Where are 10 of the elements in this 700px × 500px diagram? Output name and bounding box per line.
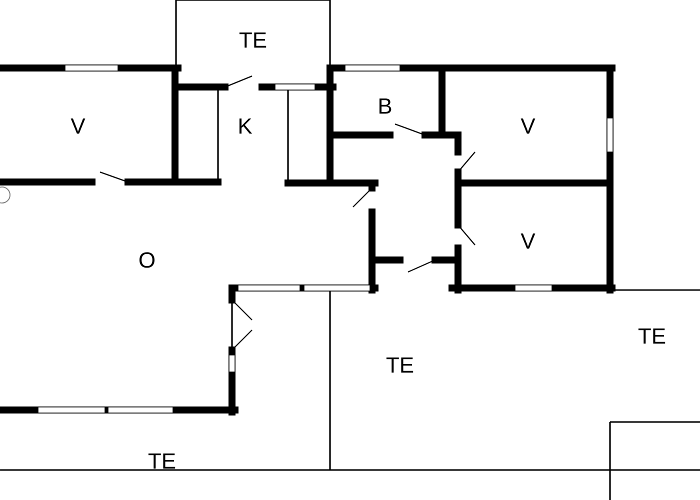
room-label: V: [70, 118, 86, 134]
room-label: B: [380, 98, 392, 114]
room-label: K: [240, 118, 252, 134]
room-label: TE: [386, 357, 414, 373]
room-label: TE: [148, 453, 176, 469]
room-label: O: [139, 252, 154, 268]
room-label: V: [520, 233, 536, 249]
room-label: V: [520, 118, 536, 134]
room-label: TE: [239, 32, 266, 48]
room-label: TE: [638, 328, 666, 344]
